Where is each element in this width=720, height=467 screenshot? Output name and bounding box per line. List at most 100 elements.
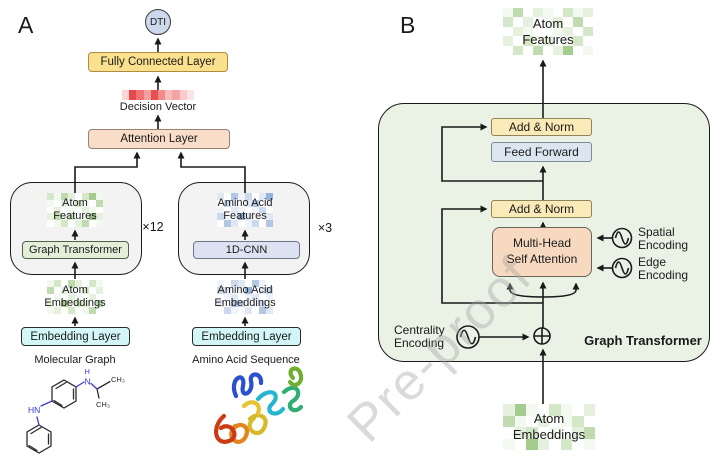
heatmap-cell <box>47 199 54 207</box>
heatmap-cell <box>503 17 513 27</box>
heatmap-cell <box>231 300 238 308</box>
heatmap-cell <box>231 307 238 314</box>
molecule-n-label: N <box>85 377 91 387</box>
multi-head-self-attention-box: Multi-Head Self Attention <box>492 227 592 277</box>
heatmap-cell <box>553 45 563 55</box>
heatmap-cell <box>573 8 583 18</box>
heatmap-cell <box>61 293 68 301</box>
heatmap-cell <box>523 26 533 37</box>
heatmap-cell <box>523 17 533 27</box>
heatmap-cell <box>259 307 266 314</box>
heatmap-cell <box>96 280 103 287</box>
protein-structure <box>214 366 304 444</box>
heatmap-cell <box>266 307 273 314</box>
heatmap-cell <box>54 280 61 287</box>
heatmap-cell <box>245 206 252 214</box>
amino-acid-sequence-label: Amino Acid Sequence <box>192 354 300 366</box>
heatmap-cell <box>245 199 252 207</box>
heatmap-cell <box>245 286 252 294</box>
molecular-graph-label: Molecular Graph <box>34 354 116 366</box>
heatmap-cell <box>514 415 526 427</box>
heatmap-cell <box>75 199 82 207</box>
heatmap-cell <box>68 220 75 227</box>
heatmap-cell <box>259 206 266 214</box>
heatmap-cell <box>82 280 89 287</box>
molecule-hn-label: HN <box>28 405 40 415</box>
heatmap-cell <box>224 220 231 227</box>
heatmap-cell <box>224 199 231 207</box>
heatmap-cell <box>526 415 538 427</box>
heatmap-cell <box>259 300 266 308</box>
dti-label: DTI <box>149 16 167 28</box>
heatmap-cell <box>259 193 266 200</box>
encoder-repeat-x3: ×3 <box>317 221 333 235</box>
heatmap-cell <box>47 213 54 221</box>
heatmap-cell <box>543 17 553 27</box>
heatmap-cell <box>252 193 259 200</box>
heatmap-cell <box>217 286 224 294</box>
heatmap-cell <box>96 307 103 314</box>
heatmap-cell <box>217 293 224 301</box>
heatmap-cell <box>96 213 103 221</box>
heatmap-cell <box>583 427 595 439</box>
spatial-encoding-label: Spatial Encoding <box>638 225 689 253</box>
heatmap-cell <box>61 286 68 294</box>
heatmap-cell <box>266 213 273 221</box>
heatmap-cell <box>68 300 75 308</box>
heatmap-cell <box>238 307 245 314</box>
heatmap-cell <box>266 199 273 207</box>
heatmap-cell <box>533 17 543 27</box>
heatmap-cell <box>224 213 231 221</box>
heatmap-cell <box>238 206 245 214</box>
decision-vector-cell <box>136 90 144 100</box>
heatmap-cell <box>61 280 68 287</box>
heatmap-cell <box>61 199 68 207</box>
embedding-layer-box-right: Embedding Layer <box>192 327 301 346</box>
add-norm-box-bottom: Add & Norm <box>491 200 592 218</box>
heatmap-cell <box>82 300 89 308</box>
heatmap-cell <box>252 280 259 287</box>
heatmap-cell <box>68 199 75 207</box>
heatmap-cell <box>245 293 252 301</box>
decision-vector-cell <box>158 90 166 100</box>
heatmap-cell <box>514 438 526 450</box>
b-atom-features-heatmap <box>503 8 593 55</box>
heatmap-cell <box>259 199 266 207</box>
heatmap-cell <box>583 415 595 427</box>
heatmap-cell <box>245 193 252 200</box>
feed-forward-label: Feed Forward <box>504 145 579 159</box>
heatmap-cell <box>75 206 82 214</box>
heatmap-cell <box>224 206 231 214</box>
heatmap-cell <box>537 438 549 450</box>
encoding-icons <box>456 227 633 349</box>
heatmap-cell <box>68 307 75 314</box>
heatmap-cell <box>231 293 238 301</box>
heatmap-cell <box>252 286 259 294</box>
heatmap-cell <box>259 220 266 227</box>
heatmap-cell <box>513 45 523 55</box>
heatmap-cell <box>583 404 595 416</box>
heatmap-cell <box>96 206 103 214</box>
heatmap-cell <box>61 300 68 308</box>
decision-vector-heatmap <box>122 90 195 100</box>
heatmap-cell <box>266 280 273 287</box>
b-atom-embeddings-label: Atom Embeddings <box>512 411 586 442</box>
heatmap-cell <box>54 206 61 214</box>
heatmap-cell <box>572 438 584 450</box>
heatmap-cell <box>513 8 523 18</box>
heatmap-cell <box>89 286 96 294</box>
heatmap-cell <box>503 45 513 55</box>
heatmap-cell <box>514 404 526 416</box>
heatmap-cell <box>224 307 231 314</box>
heatmap-cell <box>54 213 61 221</box>
decision-vector-cell <box>186 90 195 100</box>
edge-encoding-label: Edge Encoding <box>638 255 689 283</box>
heatmap-cell <box>238 280 245 287</box>
embedding-layer-label-left: Embedding Layer <box>30 330 121 343</box>
embedding-layer-label-right: Embedding Layer <box>201 330 292 343</box>
heatmap-cell <box>513 17 523 27</box>
heatmap-cell <box>89 193 96 200</box>
decision-vector-cell <box>143 90 151 100</box>
